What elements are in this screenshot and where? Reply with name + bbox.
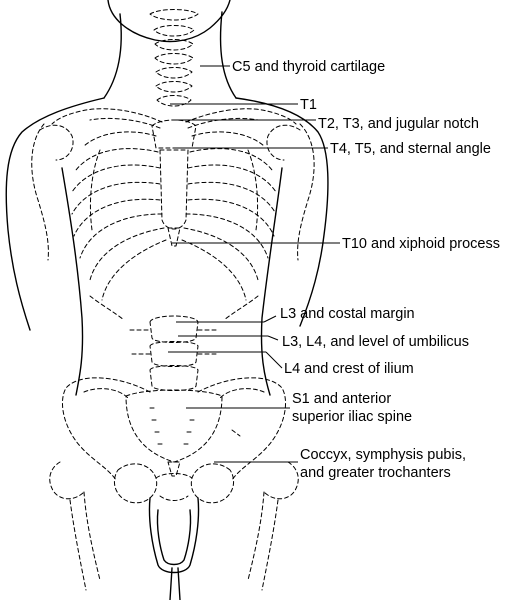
skeleton-dashed xyxy=(31,9,315,591)
label-t10: T10 and xiphoid process xyxy=(342,236,500,252)
labels: C5 and thyroid cartilage T1 T2, T3, and … xyxy=(232,59,500,481)
label-l3-l4: L3, L4, and level of umbilicus xyxy=(282,334,469,350)
label-coccyx-line1: Coccyx, symphysis pubis, xyxy=(300,447,466,463)
label-c5: C5 and thyroid cartilage xyxy=(232,59,385,75)
label-t4-t5: T4, T5, and sternal angle xyxy=(330,141,491,157)
label-coccyx-line2: and greater trochanters xyxy=(300,465,451,481)
sacral-foramina xyxy=(149,407,199,445)
label-l4: L4 and crest of ilium xyxy=(284,361,414,377)
body-outline xyxy=(5,0,329,396)
label-s1-line2: superior iliac spine xyxy=(292,409,412,425)
label-s1-line1: S1 and anterior xyxy=(292,391,391,407)
genital-outline xyxy=(148,497,200,600)
leader-lines xyxy=(168,65,340,463)
label-l3: L3 and costal margin xyxy=(280,306,415,322)
label-t2-t3: T2, T3, and jugular notch xyxy=(318,116,479,132)
label-t1: T1 xyxy=(300,97,317,113)
